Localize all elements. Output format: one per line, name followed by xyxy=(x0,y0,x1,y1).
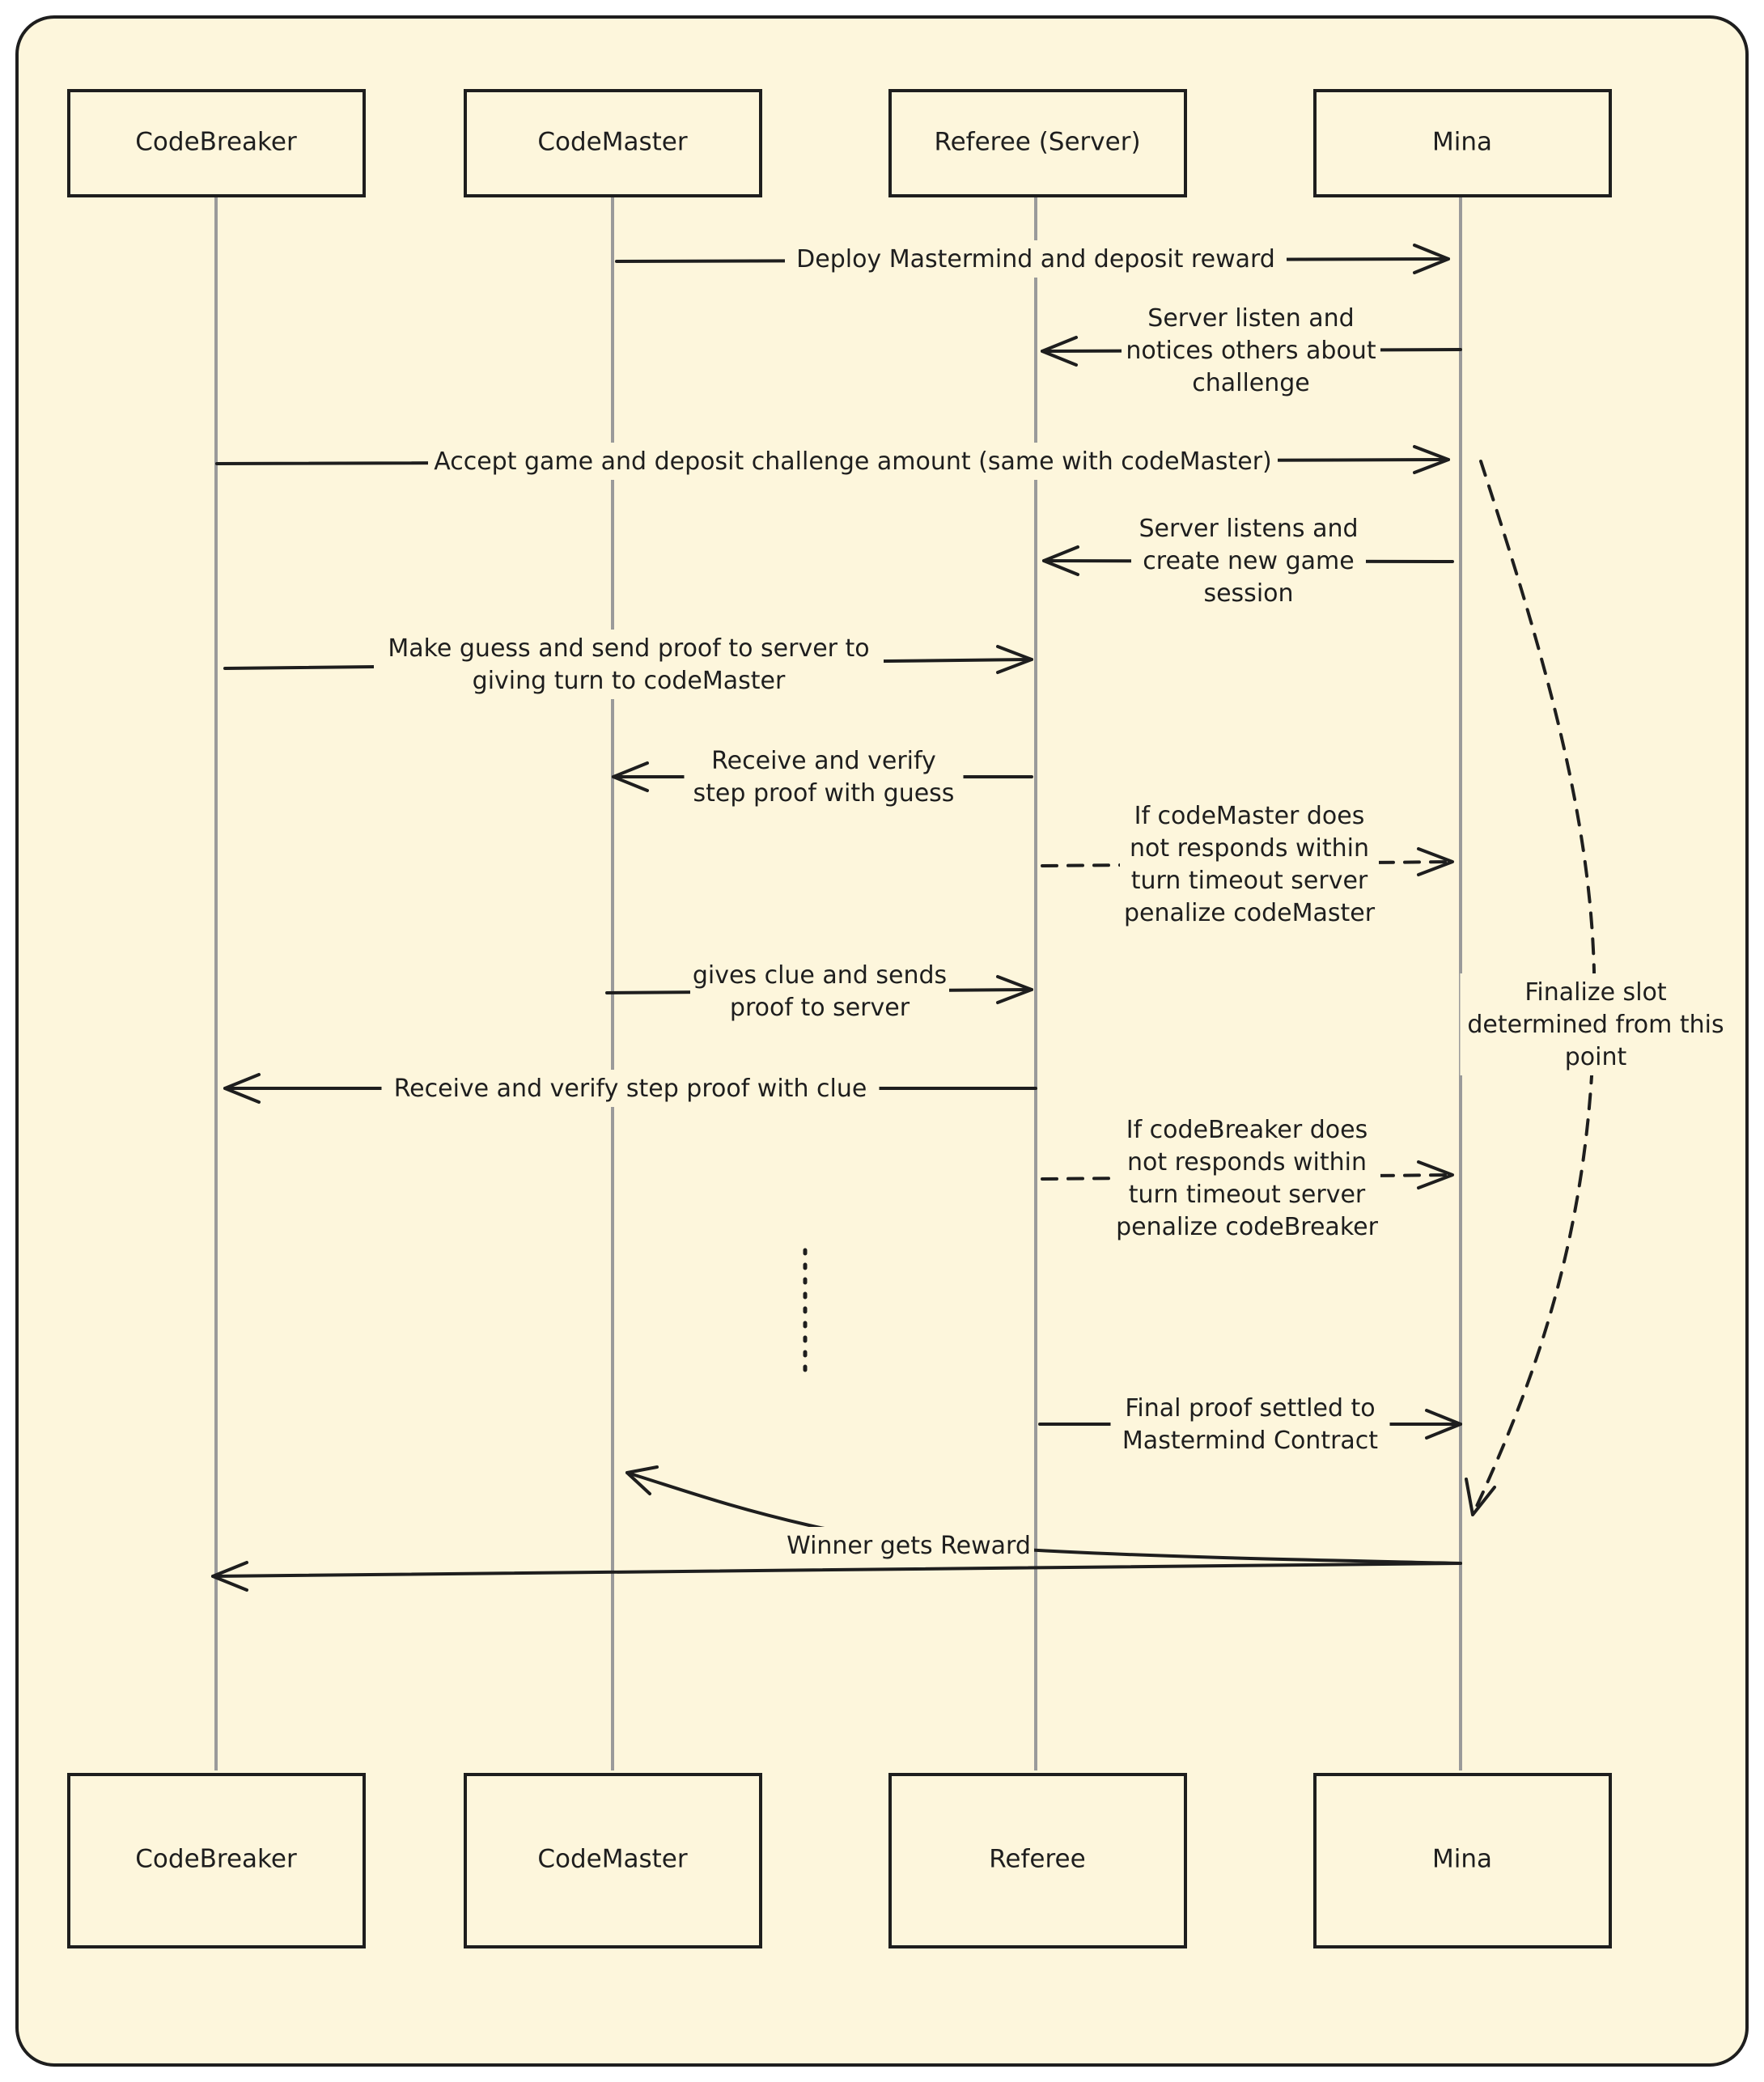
label-background xyxy=(428,443,1278,480)
label-background xyxy=(1113,1111,1380,1245)
label-background xyxy=(374,630,884,699)
message-label-line: Server listen and xyxy=(1147,304,1354,333)
message-gives-clue: gives clue and sends proof to server xyxy=(690,956,949,1026)
message-label-line: notices others about xyxy=(1126,337,1376,365)
label-background xyxy=(785,240,1287,278)
message-label-line: create new game xyxy=(1143,547,1354,575)
label-background xyxy=(1110,1389,1390,1459)
message-receive-verify-clue: Receive and verify step proof with clue xyxy=(381,1070,880,1107)
label-background xyxy=(1460,973,1732,1075)
participant-bottom-referee: Referee xyxy=(888,1773,1187,1948)
message-label-line: Receive and verify xyxy=(711,747,936,775)
participant-label: Mina xyxy=(1432,1845,1492,1874)
message-label-line: Server listens and xyxy=(1139,515,1358,543)
message-label-line: Finalize slot xyxy=(1524,978,1667,1007)
arrowhead-right-icon xyxy=(1425,1409,1462,1440)
label-background xyxy=(1122,299,1380,401)
message-label-line: step proof with guess xyxy=(693,779,955,808)
participant-label: CodeMaster xyxy=(537,1845,687,1874)
label-background xyxy=(1131,510,1366,612)
message-create-session: Server listens and create new game session xyxy=(1131,510,1366,612)
arrowhead-left-icon xyxy=(223,1073,261,1104)
message-labels: Deploy Mastermind and deposit reward Ser… xyxy=(374,240,1732,1564)
participant-top-codebreaker: CodeBreaker xyxy=(67,89,366,197)
label-background xyxy=(690,956,949,1026)
message-finalize-slot: Finalize slot determined from this point xyxy=(1460,973,1732,1075)
arrowhead-left-icon xyxy=(1042,545,1079,576)
message-label-line: Mastermind Contract xyxy=(1122,1427,1378,1455)
participant-bottom-codebreaker: CodeBreaker xyxy=(67,1773,366,1948)
participant-top-codemaster: CodeMaster xyxy=(464,89,762,197)
message-make-guess: Make guess and send proof to server to gi… xyxy=(374,630,884,699)
participant-label: CodeBreaker xyxy=(135,128,297,157)
arrowhead-right-icon xyxy=(1413,445,1450,474)
arrow-penalize-codebreaker xyxy=(1041,1173,1454,1181)
message-label-line: gives clue and sends xyxy=(693,961,947,990)
message-final-proof: Final proof settled to Mastermind Contrac… xyxy=(1110,1389,1390,1459)
participant-top-mina: Mina xyxy=(1313,89,1612,197)
arrowhead-left-icon xyxy=(1041,336,1078,367)
message-label-line: penalize codeBreaker xyxy=(1116,1213,1379,1241)
message-label-line: Accept game and deposit challenge amount… xyxy=(434,447,1272,476)
arrowhead-right-icon xyxy=(1417,847,1454,876)
message-receive-verify-guess: Receive and verify step proof with guess xyxy=(684,742,964,812)
arrow-finalize-slot xyxy=(1471,460,1597,1516)
arrowhead-right-icon xyxy=(996,645,1033,674)
message-label-line: Winner gets Reward xyxy=(787,1532,1031,1560)
message-label-line: Receive and verify step proof with clue xyxy=(394,1075,867,1103)
participant-label: CodeMaster xyxy=(537,128,687,157)
message-label-line: turn timeout server xyxy=(1131,867,1368,895)
arrowhead-down-icon xyxy=(1465,1478,1496,1516)
arrowhead-left-icon xyxy=(612,761,649,792)
label-background xyxy=(381,1070,880,1107)
message-label-line: If codeBreaker does xyxy=(1126,1116,1368,1144)
message-label-line: proof to server xyxy=(730,994,910,1022)
label-background xyxy=(684,742,964,812)
participant-label: CodeBreaker xyxy=(135,1845,297,1874)
message-accept-game: Accept game and deposit challenge amount… xyxy=(428,443,1278,480)
participant-bottom-mina: Mina xyxy=(1313,1773,1612,1948)
arrowhead-right-icon xyxy=(1417,1160,1454,1189)
label-background xyxy=(1120,797,1379,931)
arrowhead-left-icon xyxy=(211,1561,248,1592)
participant-label: Referee xyxy=(989,1845,1085,1874)
message-label-line: session xyxy=(1203,579,1293,608)
message-label-line: point xyxy=(1565,1043,1627,1071)
label-background xyxy=(783,1527,1034,1564)
arrowhead-right-icon xyxy=(1413,244,1450,274)
participant-label: Mina xyxy=(1432,128,1492,157)
arrowhead-left-icon xyxy=(625,1465,659,1495)
participant-bottom-codemaster: CodeMaster xyxy=(464,1773,762,1948)
message-label-line: turn timeout server xyxy=(1129,1181,1366,1209)
message-label-line: challenge xyxy=(1192,369,1310,397)
message-label-line: If codeMaster does xyxy=(1134,802,1365,830)
message-label-line: not responds within xyxy=(1127,1148,1367,1177)
message-penalize-codemaster: If codeMaster does not responds within tur… xyxy=(1120,797,1379,931)
message-label-line: not responds within xyxy=(1130,834,1369,863)
arrowhead-right-icon xyxy=(996,975,1033,1004)
message-deploy: Deploy Mastermind and deposit reward xyxy=(785,240,1287,278)
arrow-penalize-codemaster xyxy=(1041,860,1454,867)
message-label-line: Deploy Mastermind and deposit reward xyxy=(796,245,1275,274)
message-label-line: Make guess and send proof to server to xyxy=(388,634,869,663)
message-label-line: giving turn to codeMaster xyxy=(473,667,786,695)
message-label-line: determined from this xyxy=(1467,1011,1724,1039)
message-penalize-codebreaker: If codeBreaker does not responds within tu… xyxy=(1113,1111,1380,1245)
message-winner-reward: Winner gets Reward xyxy=(783,1527,1034,1564)
participant-label: Referee (Server) xyxy=(934,128,1140,157)
message-label-line: Final proof settled to xyxy=(1125,1394,1375,1423)
participant-top-referee: Referee (Server) xyxy=(888,89,1187,197)
arrow-winner-to-codebreaker xyxy=(211,1562,1462,1578)
message-server-listen: Server listen and notices others about cha… xyxy=(1122,299,1380,401)
message-label-line: penalize codeMaster xyxy=(1124,899,1376,927)
